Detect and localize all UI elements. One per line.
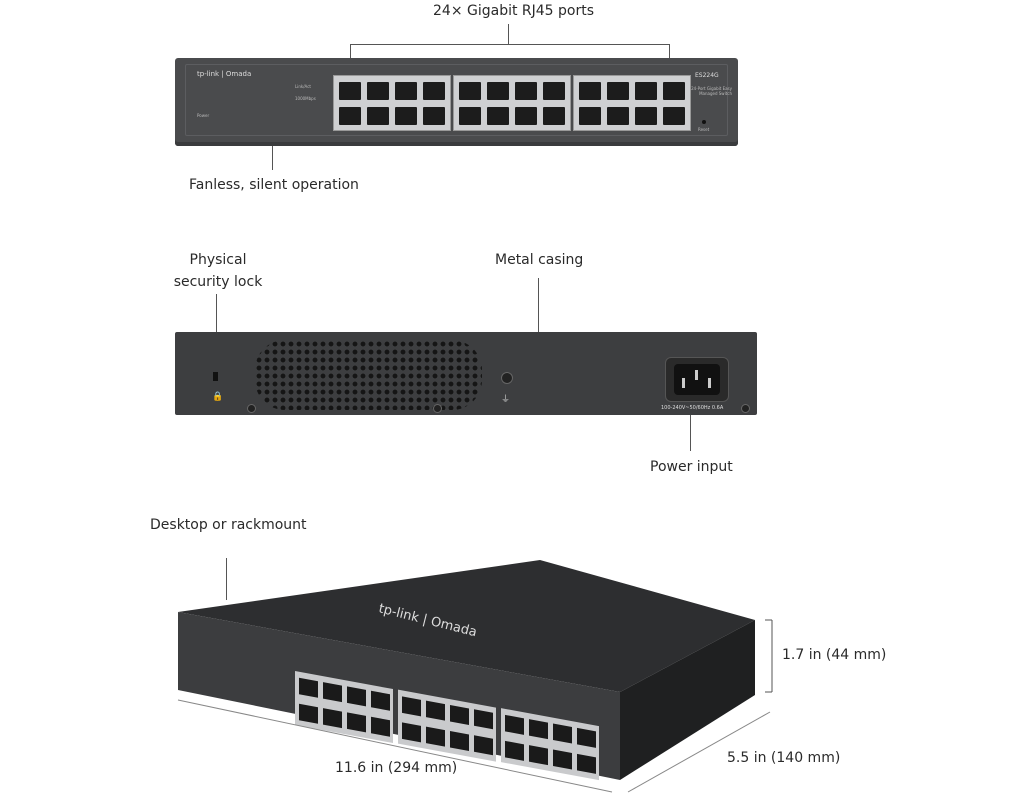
port-group <box>295 671 393 744</box>
height-label: 1.7 in (44 mm) <box>782 647 887 663</box>
rj45-port[interactable] <box>487 107 509 125</box>
rj45-port[interactable] <box>347 712 366 733</box>
width-label: 11.6 in (294 mm) <box>335 760 458 776</box>
power-callout: Power input <box>650 459 733 475</box>
bracket-line <box>669 44 670 60</box>
port-group <box>573 75 691 131</box>
rj45-port[interactable] <box>402 722 421 743</box>
rj45-port[interactable] <box>607 82 629 100</box>
rj45-port[interactable] <box>347 686 366 707</box>
screw <box>433 404 442 413</box>
rj45-ports <box>333 75 693 131</box>
rj45-port[interactable] <box>607 107 629 125</box>
reset-button[interactable] <box>702 120 706 124</box>
rj45-port[interactable] <box>515 82 537 100</box>
rj45-port[interactable] <box>577 753 596 774</box>
iso-ports <box>295 671 599 781</box>
bracket-line <box>350 44 351 60</box>
fanless-callout: Fanless, silent operation <box>189 177 359 193</box>
rj45-port[interactable] <box>543 107 565 125</box>
leader-line <box>690 415 691 451</box>
model-label: ES224G <box>695 72 719 79</box>
ports-callout: 24× Gigabit RJ45 ports <box>433 3 595 19</box>
rj45-port[interactable] <box>395 107 417 125</box>
depth-label: 5.5 in (140 mm) <box>727 750 841 766</box>
rj45-port[interactable] <box>635 82 657 100</box>
switch-top <box>178 560 755 692</box>
rj45-port[interactable] <box>423 107 445 125</box>
rj45-port[interactable] <box>577 727 596 748</box>
width-dimension <box>177 699 613 793</box>
port-group <box>453 75 571 131</box>
rj45-port[interactable] <box>579 107 601 125</box>
rj45-port[interactable] <box>474 735 493 756</box>
rj45-port[interactable] <box>299 703 318 724</box>
rj45-port[interactable] <box>339 107 361 125</box>
ground-icon: ⏚ <box>501 395 511 405</box>
port-group <box>333 75 451 131</box>
rj45-port[interactable] <box>459 107 481 125</box>
switch-back-panel: 🔒 ⏚ 100-240V~50/60Hz 0.6A <box>175 332 757 415</box>
description-label: 24-Port Gigabit Easy Managed Switch <box>691 86 732 96</box>
leader-line <box>226 558 227 600</box>
rj45-port[interactable] <box>426 700 445 721</box>
rj45-port[interactable] <box>402 696 421 717</box>
rj45-port[interactable] <box>553 749 572 770</box>
rj45-port[interactable] <box>367 107 389 125</box>
screw <box>741 404 750 413</box>
rj45-port[interactable] <box>543 82 565 100</box>
lock-icon: 🔒 <box>212 392 224 402</box>
rj45-port[interactable] <box>371 690 390 711</box>
rj45-port[interactable] <box>299 677 318 698</box>
rj45-port[interactable] <box>505 740 524 761</box>
depth-dimension <box>627 711 771 793</box>
rj45-port[interactable] <box>323 708 342 729</box>
rj45-port[interactable] <box>505 714 524 735</box>
rj45-port[interactable] <box>579 82 601 100</box>
rj45-port[interactable] <box>371 716 390 737</box>
rj45-port[interactable] <box>450 704 469 725</box>
led-label: Link/Act <box>295 84 311 89</box>
screw <box>247 404 256 413</box>
rj45-port[interactable] <box>529 745 548 766</box>
led-label: Power <box>197 113 210 118</box>
leader-line <box>272 146 273 170</box>
ground-screw <box>501 372 513 384</box>
rj45-port[interactable] <box>474 709 493 730</box>
rj45-port[interactable] <box>367 82 389 100</box>
rj45-port[interactable] <box>553 723 572 744</box>
lock-callout: Physical security lock <box>173 252 263 290</box>
leader-line <box>508 24 509 44</box>
reset-label: Reset <box>698 127 710 132</box>
rj45-port[interactable] <box>459 82 481 100</box>
power-rating: 100-240V~50/60Hz 0.6A <box>661 405 724 411</box>
rj45-port[interactable] <box>339 82 361 100</box>
switch-side <box>620 620 755 780</box>
rj45-port[interactable] <box>529 719 548 740</box>
rj45-port[interactable] <box>663 107 685 125</box>
rj45-port[interactable] <box>426 726 445 747</box>
rj45-port[interactable] <box>423 82 445 100</box>
port-group <box>398 689 496 762</box>
leader-line <box>538 278 539 332</box>
rj45-port[interactable] <box>395 82 417 100</box>
rj45-port[interactable] <box>323 682 342 703</box>
bracket-line <box>350 44 670 45</box>
leader-line <box>216 294 217 332</box>
switch-front-panel: tp-link | Omada Link/Act 1000Mbps Power … <box>175 58 738 146</box>
rj45-port[interactable] <box>487 82 509 100</box>
rj45-port[interactable] <box>515 107 537 125</box>
rj45-port[interactable] <box>663 82 685 100</box>
led-label: 1000Mbps <box>295 96 316 101</box>
mount-callout: Desktop or rackmount <box>150 517 307 533</box>
rj45-port[interactable] <box>635 107 657 125</box>
security-lock-slot <box>213 372 218 381</box>
port-group <box>501 708 599 781</box>
casing-callout: Metal casing <box>495 252 584 268</box>
power-socket[interactable] <box>665 357 729 402</box>
brand-logo: tp-link | Omada <box>197 70 252 78</box>
rj45-port[interactable] <box>450 730 469 751</box>
ventilation-grille <box>255 340 482 410</box>
